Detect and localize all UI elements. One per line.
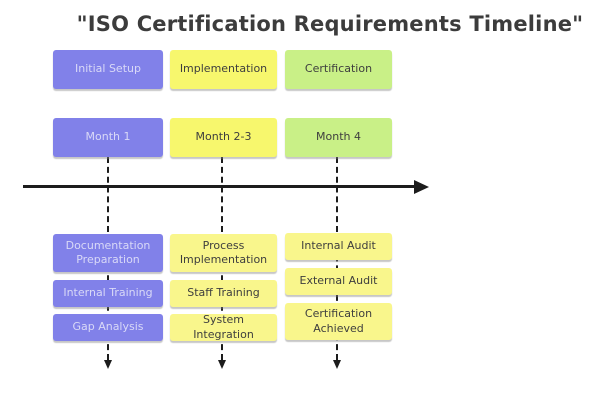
phase-box-certification: Certification [285,50,392,89]
task-box-process-implementation: Process Implementation [170,234,277,272]
task-box-staff-training: Staff Training [170,280,277,307]
task-box-gap-analysis: Gap Analysis [53,314,163,341]
task-box-internal-audit: Internal Audit [285,233,392,260]
phase-box-implementation: Implementation [170,50,277,89]
task-box-system-integration: System Integration [170,313,277,341]
down-arrow-icon [218,360,226,369]
task-box-internal-training: Internal Training [53,280,163,307]
phase-box-initial-setup: Initial Setup [53,50,163,89]
task-box-certification-achieved: Certification Achieved [285,303,392,340]
month-box-month-4: Month 4 [285,118,392,157]
right-arrow-icon [414,180,429,194]
month-box-month-2-3: Month 2-3 [170,118,277,157]
task-box-documentation-preparation: Documentation Preparation [53,234,163,272]
task-box-external-audit: External Audit [285,268,392,295]
down-arrow-icon [333,360,341,369]
timeline-axis [23,185,415,188]
down-arrow-icon [104,360,112,369]
diagram-title: "ISO Certification Requirements Timeline… [76,12,584,36]
month-box-month-1: Month 1 [53,118,163,157]
